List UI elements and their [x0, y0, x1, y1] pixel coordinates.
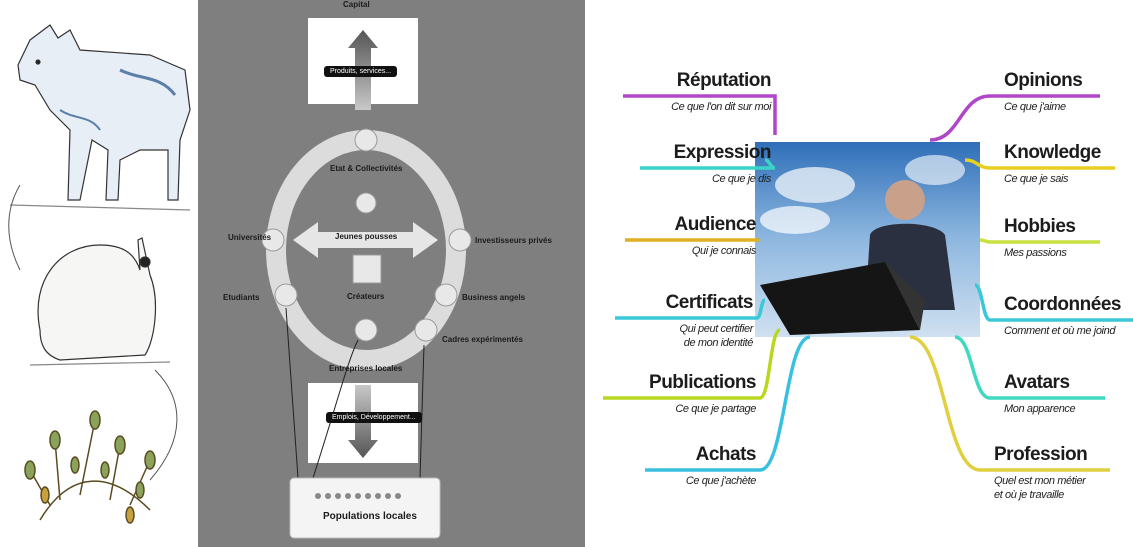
branch-title-opinions: Opinions: [1004, 70, 1083, 91]
branch-connector: [909, 335, 1110, 472]
branch-caption: Comment et où me joind: [1004, 324, 1115, 338]
branch-caption-line: Quel est mon métier: [994, 475, 1086, 487]
branch-title-profession: Profession: [994, 444, 1088, 465]
executives-label: Cadres expérimentés: [442, 335, 523, 344]
branch-connector: [615, 298, 766, 320]
branch-connector: [640, 158, 776, 170]
arrow-curve: [149, 369, 178, 481]
branch-connector: [964, 158, 1115, 170]
population-box: [289, 477, 441, 539]
branch-caption-line: Comment et où me joind: [1004, 325, 1116, 337]
branch-caption-line: Ce que l'on dit sur moi: [671, 101, 771, 113]
branch-connector: [603, 328, 781, 400]
branch-caption: Qui peut certifier de mon identité: [679, 322, 753, 350]
arrow-curve: [8, 184, 21, 271]
branch-caption: Ce que je sais: [1004, 172, 1069, 186]
branch-title-expression: Expression: [673, 142, 772, 163]
node-icon: [355, 192, 377, 214]
branch-connector: [979, 238, 1100, 244]
wolf-illustration: [9, 24, 191, 211]
branch-caption-line: Mes passions: [1004, 247, 1067, 259]
business-angels-label: Business angels: [462, 293, 526, 302]
branch-caption-line: Ce que je sais: [1004, 173, 1069, 185]
branch-caption: Ce que je dis: [712, 172, 771, 186]
branch-caption-line: Ce que je partage: [675, 403, 756, 415]
branch-caption: Ce que je partage: [675, 402, 756, 416]
branch-title-hobbies: Hobbies: [1004, 216, 1076, 237]
ecosystem-diagram: [261, 18, 472, 539]
branch-caption-line: Ce que j'aime: [1004, 101, 1066, 113]
products-services-box: Produits, services...: [324, 66, 398, 77]
food-chain-illustration: [8, 24, 191, 524]
creators-label: Créateurs: [347, 292, 385, 301]
branch-caption: Qui je connais: [691, 244, 757, 258]
node-icon: [414, 318, 438, 342]
branch-title-publications: Publications: [649, 372, 756, 393]
universities-label: Universités: [228, 233, 272, 242]
node-icon: [261, 228, 285, 252]
branch-caption-line: Qui je connais: [691, 245, 757, 257]
branch-caption: Mon apparence: [1004, 402, 1076, 416]
feedback-line: [419, 344, 425, 479]
branch-connector: [645, 335, 811, 472]
branch-connector: [929, 94, 1100, 142]
ecosystem-diagram-panel: Capital Produits, services... Etat & Col…: [198, 0, 585, 547]
branch-caption-line: Ce que j'achète: [685, 475, 757, 487]
node-icon: [434, 283, 458, 307]
branch-caption-line: Qui peut certifier: [679, 323, 753, 335]
branch-title-coordonnées: Coordonnées: [1004, 294, 1121, 315]
branch-title-audience: Audience: [674, 214, 756, 235]
exchange-arrow: [293, 222, 438, 258]
branch-connector: [623, 94, 777, 136]
node-icon: [448, 228, 472, 252]
feedback-line: [312, 339, 359, 479]
branch-caption: Mes passions: [1004, 246, 1067, 260]
branch-connector: [954, 335, 1105, 400]
jobs-development-box: Emplois, Développement...: [326, 412, 422, 423]
capital-label: Capital: [343, 0, 370, 9]
branch-caption-line: de mon identité: [683, 337, 754, 349]
mindmap-connectors: [603, 94, 1133, 472]
hare-illustration: [29, 237, 171, 366]
local-populations-label: Populations locales: [323, 511, 417, 522]
young-startups-label: Jeunes pousses: [335, 232, 398, 241]
food-chain-panel: [0, 0, 198, 547]
branch-caption: Ce que j'achète: [685, 474, 757, 488]
node-icon: [354, 318, 378, 342]
branch-title-certificats: Certificats: [665, 292, 754, 313]
branch-caption: Quel est mon métier et où je travaille: [994, 474, 1086, 502]
central-photo: [755, 142, 980, 337]
feedback-line: [285, 307, 299, 479]
node-icon: [274, 283, 298, 307]
branch-caption-line: Ce que je dis: [711, 173, 771, 185]
branch-title-knowledge: Knowledge: [1004, 142, 1101, 163]
local-companies-label: Entreprises locales: [329, 364, 403, 373]
state-label: Etat & Collectivités: [330, 164, 403, 173]
private-investors-label: Investisseurs privés: [475, 236, 552, 245]
branch-title-avatars: Avatars: [1004, 372, 1070, 393]
branch-title-réputation: Réputation: [676, 70, 772, 91]
branch-caption-line: et où je travaille: [994, 489, 1064, 501]
branch-caption-line: Mon apparence: [1004, 403, 1076, 415]
branch-caption: Ce que l'on dit sur moi: [671, 100, 771, 114]
creators-icon: [352, 254, 382, 284]
branch-caption: Ce que j'aime: [1004, 100, 1066, 114]
branch-connector: [974, 283, 1133, 322]
students-label: Etudiants: [223, 293, 260, 302]
branch-title-achats: Achats: [695, 444, 757, 465]
node-icon: [354, 128, 378, 152]
plant-illustration: [24, 410, 156, 524]
